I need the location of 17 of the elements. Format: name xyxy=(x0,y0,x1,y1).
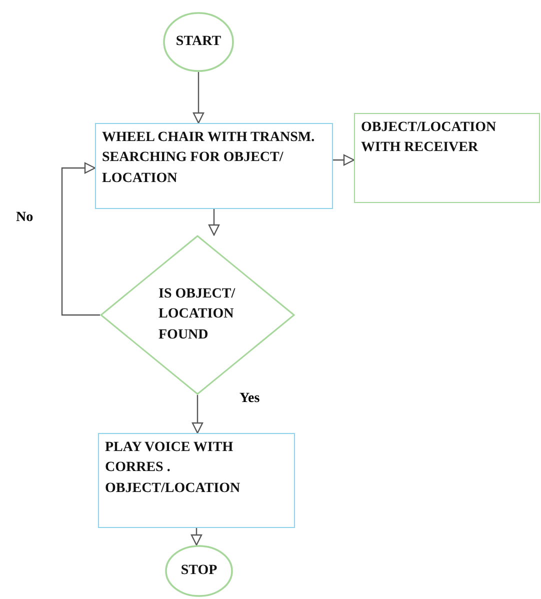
node-text: PLAY VOICE WITH CORRES . OBJECT/LOCATION xyxy=(105,439,242,498)
process-box xyxy=(354,113,540,203)
process-box xyxy=(95,123,333,209)
arrow xyxy=(192,72,204,124)
node-text: WHEEL CHAIR WITH TRANSM. SEARCHING FOR OBJECT/ LOCATION xyxy=(102,129,316,188)
node-text: OBJECT/LOCATION WITH RECEIVER xyxy=(361,119,498,158)
node-text: START xyxy=(174,32,222,51)
terminal-ellipse xyxy=(163,12,234,72)
arrow xyxy=(333,154,355,166)
node-text: IS OBJECT/ LOCATION FOUND xyxy=(158,286,236,344)
terminal-ellipse xyxy=(165,545,233,597)
arrow xyxy=(190,528,202,546)
node-text: STOP xyxy=(180,562,218,580)
arrow xyxy=(61,162,100,316)
process-box xyxy=(98,433,295,528)
arrow xyxy=(192,395,204,434)
arrow xyxy=(208,209,220,236)
